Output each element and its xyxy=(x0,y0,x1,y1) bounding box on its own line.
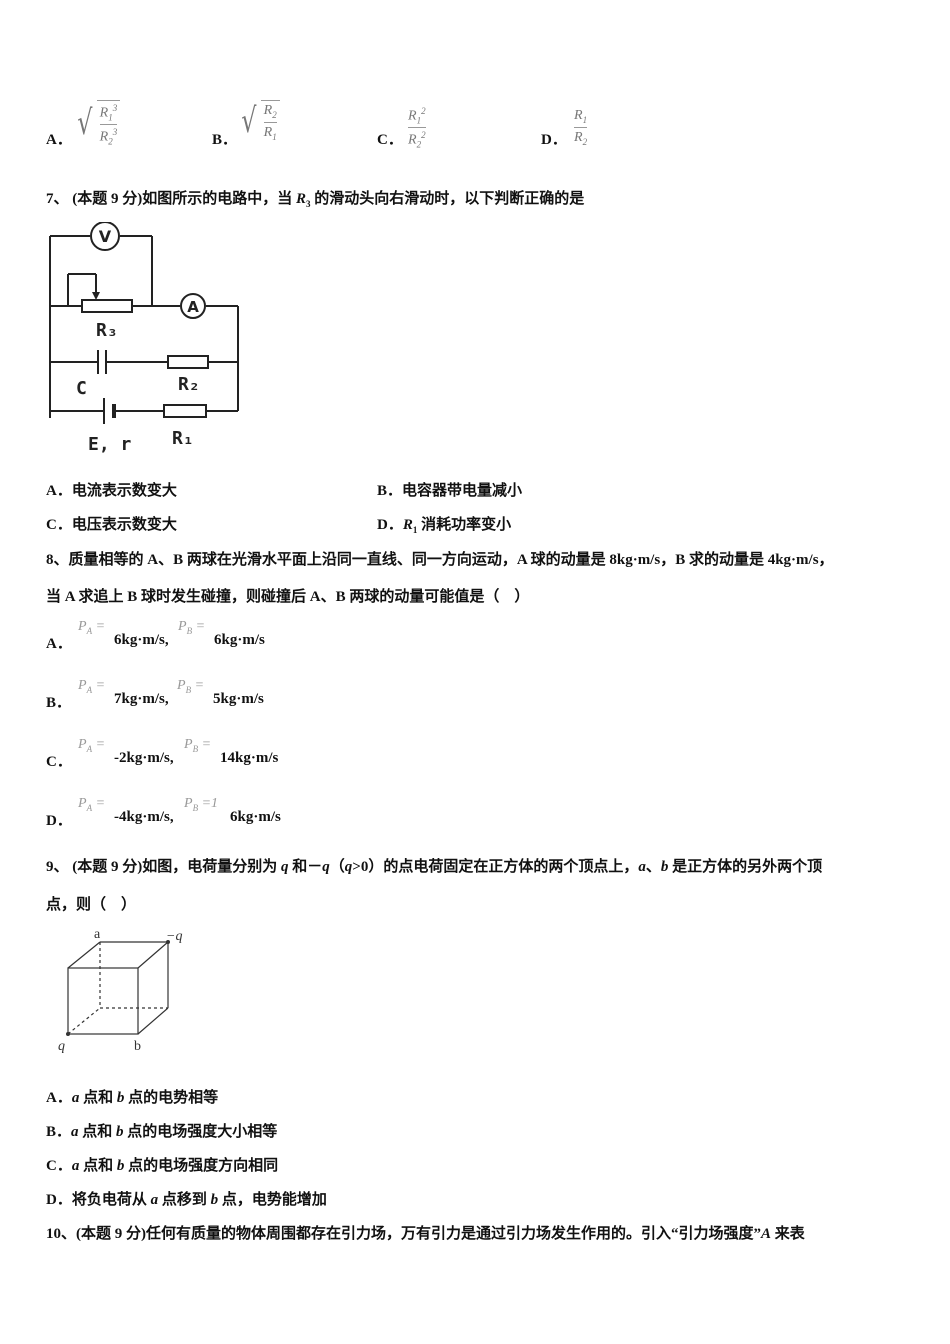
q8-stem-line1: 8、质量相等的 A、B 两球在光滑水平面上沿同一直线、同一方向运动，A 球的动量… xyxy=(46,552,834,568)
q8-option-a-label: A． xyxy=(46,636,72,652)
q6-option-c-label: C． xyxy=(377,132,403,148)
q8-option-b-label: B． xyxy=(46,695,72,711)
q9-option-a: A．a 点和 b 点的电势相等 xyxy=(46,1090,219,1106)
q9-option-c: C．a 点和 b 点的电场强度方向相同 xyxy=(46,1158,279,1174)
q7-option-d: D．R1 消耗功率变小 xyxy=(377,517,512,535)
q8-option-c-label: C． xyxy=(46,754,72,770)
voltmeter-label: V xyxy=(99,227,112,246)
q6-option-d-label: D． xyxy=(541,132,567,148)
q8-stem-line2: 当 A 求追上 B 球时发生碰撞，则碰撞后 A、B 两球的动量可能值是（ ） xyxy=(46,589,530,605)
q8-option-c-pb: PB = xyxy=(184,737,212,754)
q8-option-a-pa-value: 6kg·m/s, xyxy=(114,632,169,648)
q9-stem-line2: 点，则（ ） xyxy=(46,897,137,913)
q10-stem-line1: 10、(本题 9 分)任何有质量的物体周围都存在引力场，万有引力是通过引力场发生… xyxy=(46,1226,805,1242)
q8-option-b-pa-value: 7kg·m/s, xyxy=(114,691,169,707)
q8-option-b-pa: PA = xyxy=(78,678,106,695)
q8-option-a-pb-value: 6kg·m/s xyxy=(214,632,265,648)
q8-option-a-pa: PA = xyxy=(78,619,106,636)
q8-option-b-pb: PB = xyxy=(177,678,205,695)
q8-option-d-pb-value: 6kg·m/s xyxy=(230,809,281,825)
q9-option-d: D．将负电荷从 a 点移到 b 点，电势能增加 xyxy=(46,1192,327,1208)
cube-diagram: a −q q b xyxy=(58,927,182,1054)
q7-option-c: C．电压表示数变大 xyxy=(46,517,177,533)
capacitor-label: C xyxy=(76,378,87,399)
ammeter-label: A xyxy=(187,298,199,316)
cube-label-neg-q: −q xyxy=(166,929,182,944)
q9-option-b: B．a 点和 b 点的电场强度大小相等 xyxy=(46,1124,278,1140)
r1-label: R₁ xyxy=(172,428,194,449)
q6-option-b-label: B． xyxy=(212,132,238,148)
r2-label: R₂ xyxy=(178,374,200,395)
cube-label-a: a xyxy=(94,927,101,942)
q8-option-d-pa-value: -4kg·m/s, xyxy=(114,809,174,825)
q8-option-d-pa: PA = xyxy=(78,796,106,813)
q8-option-b-pb-value: 5kg·m/s xyxy=(213,691,264,707)
q7-stem: 7、 (本题 9 分)如图所示的电路中，当 R3 的滑动头向右滑动时，以下判断正… xyxy=(46,191,585,209)
q8-option-c-pb-value: 14kg·m/s xyxy=(220,750,279,766)
q7-option-b: B．电容器带电量减小 xyxy=(377,483,523,499)
r3-label: R₃ xyxy=(96,320,118,341)
q8-option-d-label: D． xyxy=(46,813,72,829)
battery-label: E, r xyxy=(88,434,132,455)
q8-option-c-pa-value: -2kg·m/s, xyxy=(114,750,174,766)
q7-option-a: A．电流表示数变大 xyxy=(46,483,177,499)
q6-option-d-formula: R1 R2 xyxy=(574,108,588,147)
q9-stem-line1: 9、 (本题 9 分)如图，电荷量分别为 q 和－q（q>0）的点电荷固定在正方… xyxy=(46,859,823,875)
cube-label-b: b xyxy=(134,1039,141,1054)
q8-option-a-pb: PB = xyxy=(178,619,206,636)
q6-option-a-label: A． xyxy=(46,132,72,148)
cube-label-q: q xyxy=(58,1039,65,1054)
q6-option-b-formula: √ R2 R1 xyxy=(238,100,280,142)
q8-option-c-pa: PA = xyxy=(78,737,106,754)
circuit-diagram: V A R₃ C R₂ E, r R₁ xyxy=(49,222,239,455)
q6-option-c-formula: R12 R22 xyxy=(408,106,426,150)
q6-option-a-formula: √ R13 R23 xyxy=(74,100,121,147)
q8-option-d-pb: PB =1 xyxy=(184,796,219,813)
